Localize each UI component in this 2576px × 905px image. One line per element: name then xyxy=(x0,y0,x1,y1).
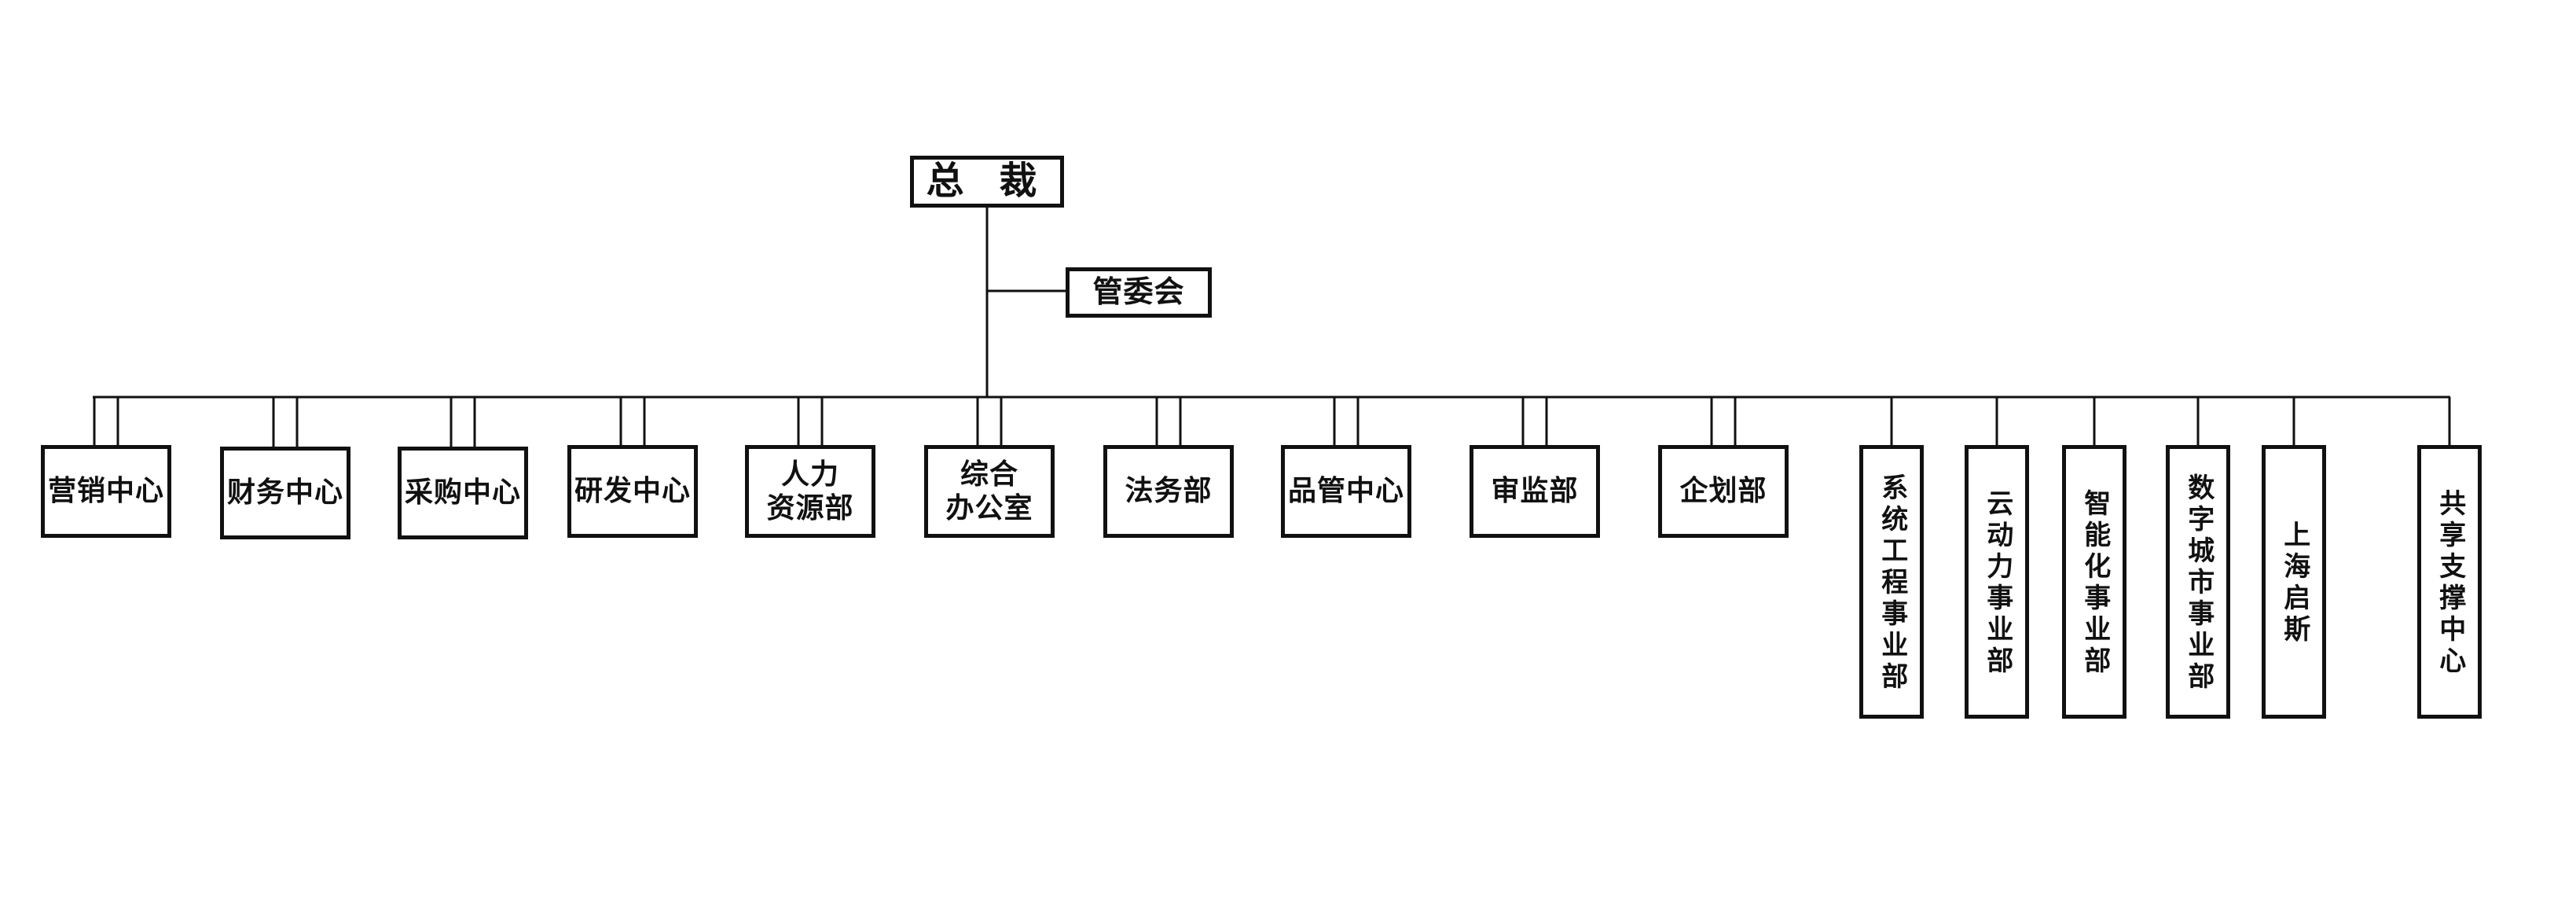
root-node-label: 总 裁 xyxy=(926,159,1048,204)
node-finance-center: 财务中心 xyxy=(220,447,350,539)
node-hr-department: 人力 资源部 xyxy=(745,445,875,538)
node-shanghai-qisi: 上海启斯 xyxy=(2262,445,2326,719)
node-procurement-center: 采购中心 xyxy=(398,447,528,539)
node-label: 品管中心 xyxy=(1287,475,1404,508)
node-label: 智能化事业部 xyxy=(2079,489,2111,678)
node-shared-support-center: 共享支撑中心 xyxy=(2417,445,2482,719)
node-label: 采购中心 xyxy=(404,476,521,510)
node-intelligent-division: 智能化事业部 xyxy=(2062,445,2126,719)
node-legal-department: 法务部 xyxy=(1103,445,1234,538)
node-label-line-1: 人力 xyxy=(780,458,839,491)
node-system-engineering-division: 系统工程事业部 xyxy=(1859,445,1924,719)
node-label: 审监部 xyxy=(1491,475,1579,508)
node-label: 上海启斯 xyxy=(2278,521,2310,646)
node-label: 财务中心 xyxy=(226,476,343,510)
node-label: 数字城市事业部 xyxy=(2182,473,2215,693)
node-audit-department: 审监部 xyxy=(1470,445,1600,538)
node-label: 共享支撑中心 xyxy=(2434,489,2466,678)
node-label-line-2: 办公室 xyxy=(945,492,1033,524)
node-planning-department: 企划部 xyxy=(1658,445,1789,538)
node-marketing-center: 营销中心 xyxy=(41,445,171,538)
node-label-line-1: 综合 xyxy=(960,458,1018,491)
node-label: 研发中心 xyxy=(574,475,691,508)
node-quality-center: 品管中心 xyxy=(1281,445,1411,538)
node-cloud-power-division: 云动力事业部 xyxy=(1965,445,2029,719)
node-management-committee: 管委会 xyxy=(1066,267,1212,318)
node-general-office: 综合 办公室 xyxy=(924,445,1055,538)
node-digital-city-division: 数字城市事业部 xyxy=(2166,445,2230,719)
node-label: 企划部 xyxy=(1679,475,1767,508)
root-node-president: 总 裁 xyxy=(910,156,1064,208)
node-label: 系统工程事业部 xyxy=(1876,473,1908,693)
committee-node-label: 管委会 xyxy=(1092,274,1185,310)
node-rnd-center: 研发中心 xyxy=(567,445,698,538)
node-label-line-2: 资源部 xyxy=(766,492,854,524)
node-label: 云动力事业部 xyxy=(1981,489,2013,678)
node-label: 法务部 xyxy=(1125,475,1213,508)
node-label: 营销中心 xyxy=(47,475,164,508)
